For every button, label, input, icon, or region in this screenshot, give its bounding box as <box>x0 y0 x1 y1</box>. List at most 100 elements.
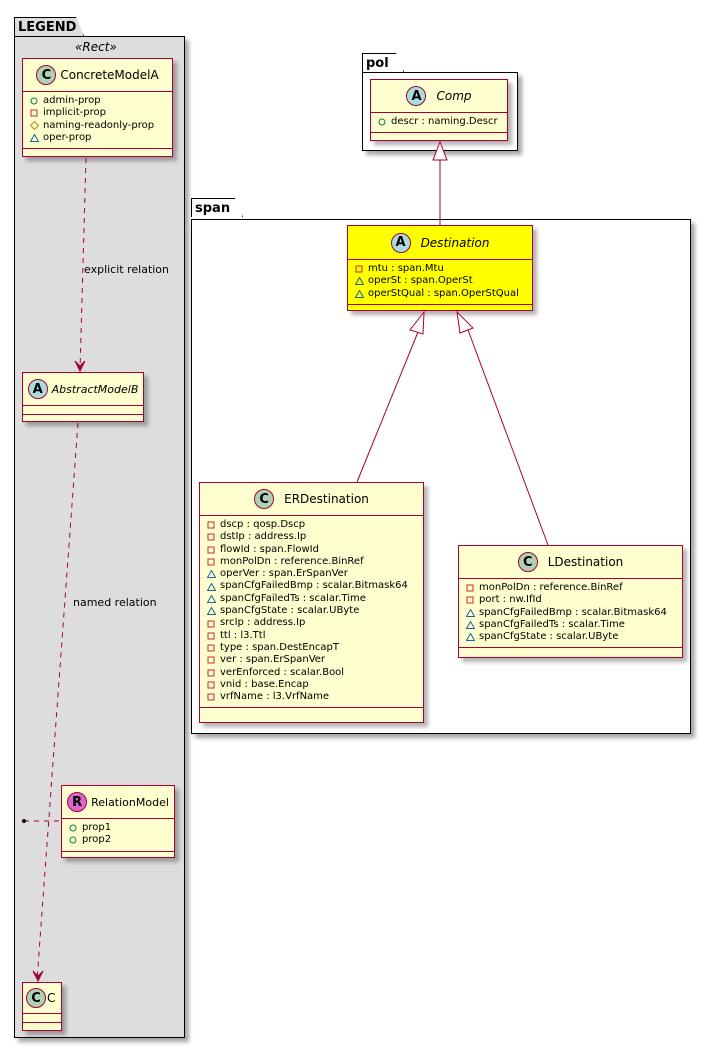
abstract-a-icon: A <box>406 86 427 106</box>
private-visibility-icon <box>206 520 216 530</box>
legend-package-tab: LEGEND <box>14 17 84 36</box>
attribute-row: verEnforced : scalar.Bool <box>206 667 417 679</box>
relation-junction-dot <box>22 819 26 823</box>
abstract-a-icon: A <box>390 232 411 253</box>
attribute-text: prop1 <box>82 822 112 833</box>
class-header: R RelationModel <box>62 786 174 819</box>
attribute-text: spanCfgState : scalar.UByte <box>220 605 360 617</box>
public-visibility-icon <box>377 117 387 127</box>
abstract-a-icon: A <box>27 379 48 399</box>
package-visibility-icon <box>206 569 216 579</box>
class-name: ConcreteModelA <box>60 68 159 82</box>
private-visibility-icon <box>206 680 216 690</box>
package-visibility-icon <box>465 608 475 618</box>
class-abstract-model-b[interactable]: A AbstractModelB <box>22 372 144 422</box>
attribute-text: port : nw.IfId <box>479 594 542 606</box>
package-visibility-icon <box>206 582 216 592</box>
legend-stereotype: «Rect» <box>75 40 117 54</box>
attribute-text: descr : naming.Descr <box>391 116 498 127</box>
package-visibility-icon <box>354 289 364 299</box>
class-c[interactable]: C C <box>22 982 62 1031</box>
private-visibility-icon <box>354 264 364 274</box>
attribute-row: admin-prop <box>29 95 166 107</box>
class-header: C LDestination <box>459 546 682 579</box>
attribute-text: operStQual : span.OperStQual <box>368 287 519 299</box>
attribute-text: ver : span.ErSpanVer <box>220 654 326 666</box>
relation-r-icon: R <box>67 792 88 812</box>
class-comp[interactable]: A Comp descr : naming.Descr <box>370 79 508 141</box>
generalization-ldestination-destination <box>467 329 549 546</box>
public-visibility-icon <box>29 96 39 106</box>
attribute-row: monPolDn : reference.BinRef <box>206 556 417 568</box>
explicit-relation-label: explicit relation <box>84 263 170 276</box>
attribute-text: operVer : span.ErSpanVer <box>220 568 348 580</box>
attribute-text: oper-prop <box>43 131 92 143</box>
package-visibility-icon <box>465 632 475 642</box>
class-ldestination[interactable]: C LDestination monPolDn : reference.BinR… <box>458 545 683 658</box>
attribute-row: spanCfgState : scalar.UByte <box>465 631 676 643</box>
class-name: AbstractModelB <box>51 382 139 396</box>
protected-visibility-icon <box>29 121 39 131</box>
class-header: C ERDestination <box>200 483 423 516</box>
attribute-text: ttl : l3.Ttl <box>220 629 266 641</box>
private-visibility-icon <box>206 545 216 555</box>
class-name: LDestination <box>547 555 624 569</box>
generalization-arrowhead <box>456 310 474 334</box>
explicit-relation-arrowhead <box>74 360 86 373</box>
attribute-row: dscp : qosp.Dscp <box>206 519 417 531</box>
attribute-row: spanCfgFailedTs : scalar.Time <box>465 619 676 631</box>
generalization-arrowhead <box>409 310 425 335</box>
class-header: A Comp <box>371 80 507 113</box>
private-visibility-icon <box>206 668 216 678</box>
legend-package <box>14 36 185 1038</box>
package-visibility-icon <box>465 620 475 630</box>
attribute-row: ver : span.ErSpanVer <box>206 654 417 666</box>
private-visibility-icon <box>206 655 216 665</box>
attribute-text: mtu : span.Mtu <box>368 263 444 274</box>
class-name: C <box>47 991 56 1005</box>
private-visibility-icon <box>206 643 216 653</box>
class-c-icon: C <box>36 65 57 85</box>
class-c-icon: C <box>26 988 46 1008</box>
named-relation-label: named relation <box>73 596 157 609</box>
attribute-row: operSt : span.OperSt <box>354 275 526 287</box>
attribute-row: prop2 <box>68 834 168 846</box>
attribute-row: operStQual : span.OperStQual <box>354 288 526 300</box>
attribute-text: type : span.DestEncapT <box>220 641 339 653</box>
attribute-text: vrfName : l3.VrfName <box>220 691 330 703</box>
attribute-text: monPolDn : reference.BinRef <box>220 555 364 567</box>
attribute-row: dstIp : address.Ip <box>206 531 417 543</box>
pol-package-tab: pol <box>362 53 404 72</box>
package-visibility-icon <box>354 276 364 286</box>
private-visibility-icon <box>206 557 216 567</box>
attribute-row: operVer : span.ErSpanVer <box>206 568 417 580</box>
legend-package-name: LEGEND <box>18 20 77 35</box>
attribute-row: srcIp : address.Ip <box>206 617 417 629</box>
attribute-text: flowId : span.FlowId <box>220 543 319 555</box>
attribute-row: port : nw.IfId <box>465 594 676 606</box>
attribute-row: implicit-prop <box>29 107 166 119</box>
pol-package-name: pol <box>366 56 389 71</box>
private-visibility-icon <box>206 692 216 702</box>
attribute-text: naming-readonly-prop <box>43 119 155 131</box>
private-visibility-icon <box>206 532 216 542</box>
attribute-row: mtu : span.Mtu <box>354 263 526 275</box>
span-package-name: span <box>195 201 231 216</box>
attribute-row: vrfName : l3.VrfName <box>206 691 417 703</box>
private-visibility-icon <box>206 631 216 641</box>
attribute-text: implicit-prop <box>43 107 106 119</box>
attribute-row: oper-prop <box>29 132 166 144</box>
private-visibility-icon <box>465 595 475 605</box>
attribute-text: srcIp : address.Ip <box>220 617 306 629</box>
attribute-row: naming-readonly-prop <box>29 120 166 132</box>
private-visibility-icon <box>465 583 475 593</box>
